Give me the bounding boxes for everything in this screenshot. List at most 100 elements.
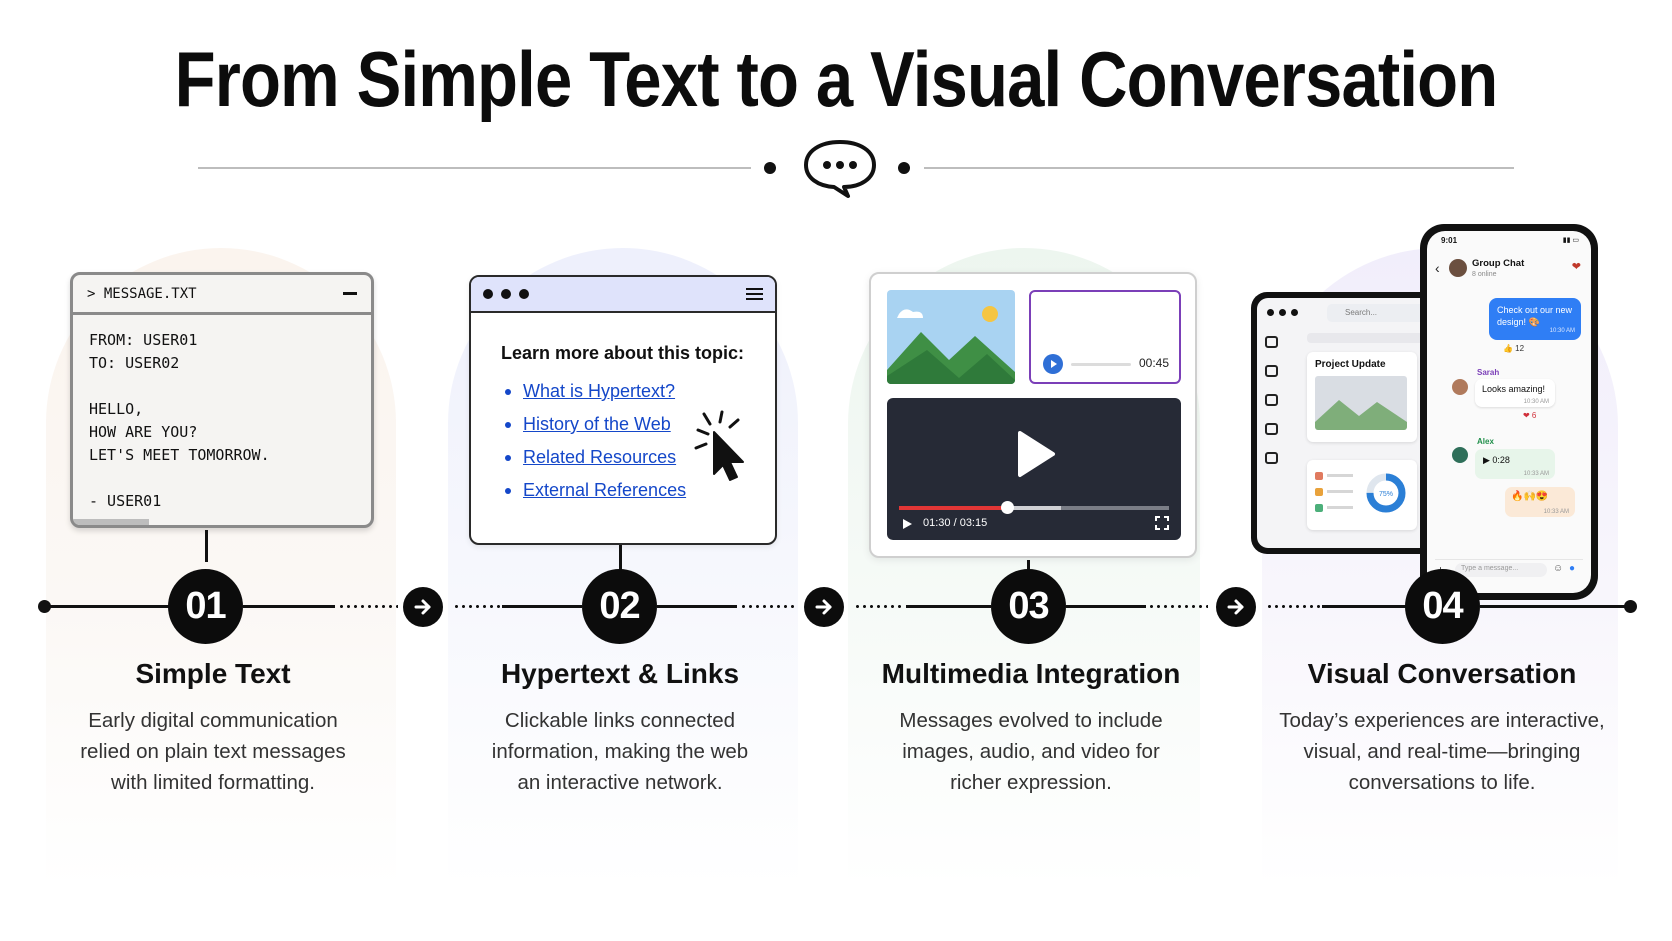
calendar-icon[interactable]: [1265, 452, 1278, 464]
arrow-right-icon: [804, 587, 844, 627]
voice-message-bubble[interactable]: ▶ 0:28 10:33 AM: [1475, 449, 1555, 479]
link-list: What is Hypertext? History of the Web Re…: [505, 375, 686, 507]
video-time: 01:30 / 03:15: [923, 517, 988, 529]
avatar: [1449, 259, 1467, 277]
heart-icon[interactable]: ❤: [1571, 261, 1581, 273]
sender-name: Alex: [1477, 437, 1494, 446]
timeline-line: [44, 605, 169, 608]
emoji-icon[interactable]: ☺: [1553, 563, 1564, 574]
audio-player[interactable]: 00:45: [1029, 290, 1181, 384]
link-history-of-the-web[interactable]: History of the Web: [505, 408, 686, 441]
text-line: - USER01: [89, 492, 162, 510]
timeline-line: [502, 605, 582, 608]
users-icon[interactable]: [1265, 336, 1278, 348]
arrow-right-icon: [1216, 587, 1256, 627]
timeline-dotted-line: [453, 605, 501, 608]
fullscreen-icon[interactable]: [1155, 516, 1169, 530]
message-text: Check out our new design! 🎨: [1497, 305, 1573, 327]
step-title: Visual Conversation: [1307, 658, 1577, 689]
step-description: Messages evolved to include images, audi…: [851, 705, 1211, 798]
message-input[interactable]: Type a message...: [1455, 563, 1547, 577]
play-icon[interactable]: [1016, 430, 1056, 478]
avatar: [1452, 379, 1468, 395]
message-time: 10:33 AM: [1543, 509, 1569, 515]
divider-right: [924, 167, 1514, 169]
video-scrubber-handle[interactable]: [1001, 501, 1014, 514]
message-bubble-outgoing: Check out our new design! 🎨 10:30 AM: [1489, 298, 1581, 340]
text-file-titlebar: > MESSAGE.TXT: [73, 275, 371, 315]
step-number-circle: 01: [168, 569, 243, 644]
description-line: with limited formatting.: [111, 771, 315, 794]
page-title: From Simple Text to a Visual Conversatio…: [174, 35, 1499, 123]
reaction-badge[interactable]: 👍 12: [1503, 344, 1525, 353]
emoji-message: 🔥🙌😍: [1511, 491, 1549, 502]
tablet-sidebar: [1265, 336, 1289, 481]
back-arrow-icon[interactable]: ‹: [1435, 260, 1440, 276]
play-icon[interactable]: [1043, 354, 1063, 374]
audio-waveform-icon: [1045, 302, 1169, 348]
text-line: HOW ARE YOU?: [89, 423, 198, 441]
description-line: conversations to life.: [1348, 771, 1536, 794]
text-file-name: > MESSAGE.TXT: [87, 285, 197, 302]
timeline-line: [243, 605, 335, 608]
video-player[interactable]: 01:30 / 03:15: [887, 398, 1181, 540]
tablet-device: Search... Project Update: [1251, 292, 1441, 554]
message-time: 10:30 AM: [1549, 328, 1575, 334]
description-line: Clickable links connected: [504, 709, 736, 732]
folder-icon[interactable]: [1265, 394, 1278, 406]
audio-progress-bar[interactable]: [1071, 363, 1131, 366]
step-title: Multimedia Integration: [881, 658, 1181, 689]
phone-screen: 9:01 ▮▮ ▭ ‹ Group Chat 8 online ❤ Check …: [1427, 231, 1591, 593]
sender-name: Sarah: [1477, 368, 1500, 377]
timeline-dotted-line: [1148, 605, 1208, 608]
minimize-icon[interactable]: [343, 292, 357, 295]
text-line: LET'S MEET TOMORROW.: [89, 446, 270, 464]
tablet-screen: Search... Project Update: [1257, 298, 1435, 548]
video-progress-bar[interactable]: [899, 506, 1169, 510]
window-dots-icon: [1267, 309, 1298, 316]
link-external-references[interactable]: External References: [505, 474, 686, 507]
timeline-dotted-line: [854, 605, 904, 608]
text-file-body: FROM: USER01 TO: USER02 HELLO, HOW ARE Y…: [73, 315, 371, 525]
browser-heading: Learn more about this topic:: [501, 343, 745, 363]
connector-stem: [1027, 560, 1030, 576]
connector-stem: [619, 545, 622, 570]
link-what-is-hypertext[interactable]: What is Hypertext?: [505, 375, 686, 408]
description-line: an interactive network.: [517, 771, 723, 794]
arrow-right-icon: [403, 587, 443, 627]
speech-bubble-icon: [804, 140, 876, 198]
description-line: Today’s experiences are interactive,: [1279, 709, 1605, 732]
description-line: richer expression.: [950, 771, 1112, 794]
text-file-window: > MESSAGE.TXT FROM: USER01 TO: USER02 HE…: [70, 272, 374, 528]
search-input[interactable]: Search...: [1327, 304, 1435, 322]
scrollbar[interactable]: [73, 519, 149, 525]
timeline-line: [1066, 605, 1146, 608]
step-number-circle: 04: [1405, 569, 1480, 644]
chat-icon[interactable]: [1265, 365, 1278, 377]
chat-title: Group Chat: [1472, 258, 1525, 269]
divider-dot: [898, 162, 910, 174]
microphone-icon[interactable]: ●: [1569, 563, 1576, 574]
project-update-card[interactable]: Project Update: [1307, 352, 1417, 442]
reaction-badge[interactable]: ❤ 6: [1523, 411, 1537, 420]
audio-duration: 00:45: [1138, 356, 1169, 370]
text-line: TO: USER02: [89, 354, 180, 372]
play-icon[interactable]: [901, 518, 913, 530]
donut-percent: 75%: [1379, 491, 1393, 498]
divider-dot: [764, 162, 776, 174]
step-number-circle: 03: [991, 569, 1066, 644]
connector-stem: [205, 530, 208, 562]
status-time: 9:01: [1441, 236, 1458, 245]
link-related-resources[interactable]: Related Resources: [505, 441, 686, 474]
timeline-line: [1480, 605, 1630, 608]
timeline-end-dot: [1624, 600, 1637, 613]
timeline-dotted-line: [338, 605, 398, 608]
voice-duration: 0:28: [1492, 455, 1510, 465]
message-bubble-outgoing: 🔥🙌😍 10:33 AM: [1505, 487, 1575, 517]
tablet-search-bar: [1307, 333, 1435, 343]
timeline-line: [1322, 605, 1406, 608]
message-time: 10:33 AM: [1523, 471, 1549, 477]
calendar-icon[interactable]: [1265, 423, 1278, 435]
hamburger-menu-icon[interactable]: [746, 288, 763, 300]
play-icon[interactable]: ▶: [1483, 455, 1493, 465]
